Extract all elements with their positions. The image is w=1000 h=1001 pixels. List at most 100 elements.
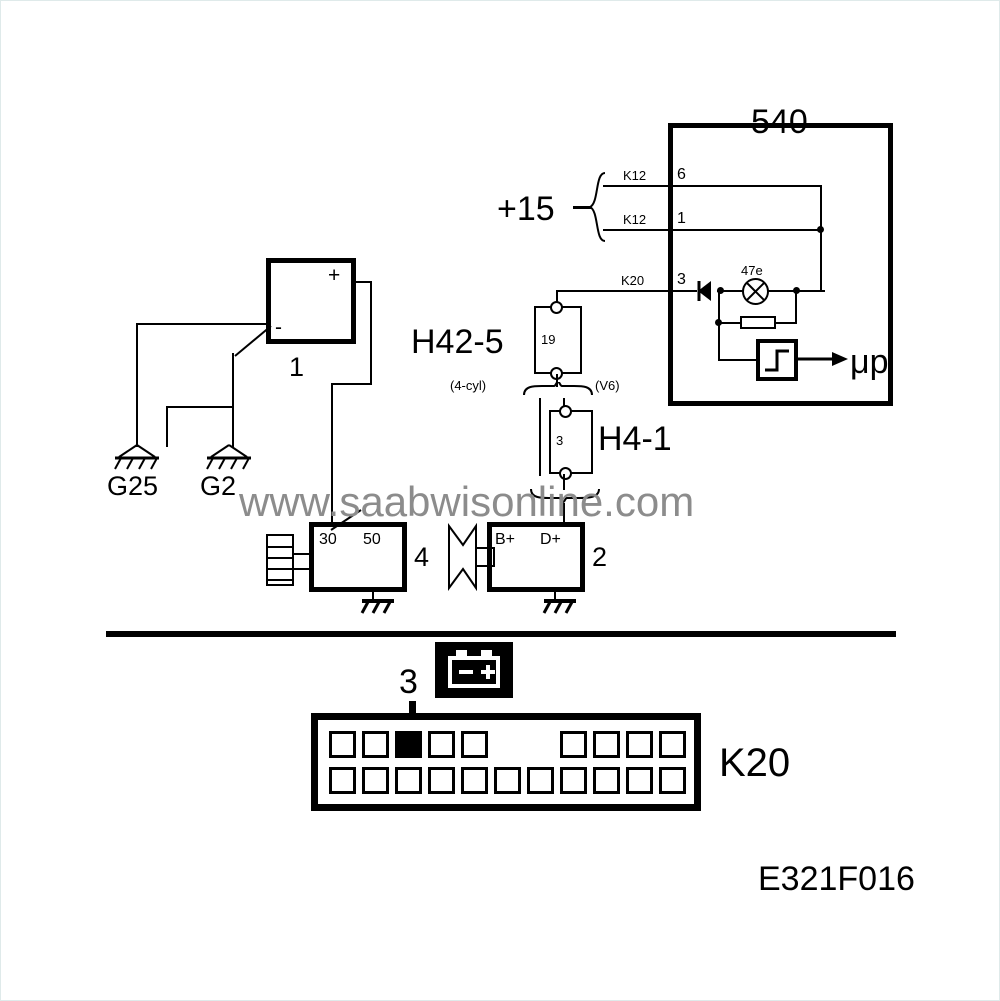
harness-label-h42-5: H42-5	[411, 323, 504, 361]
schmitt-trigger-icon	[756, 339, 798, 381]
connector-pin-bottom-4[interactable]	[428, 767, 455, 794]
pin-number-6: 6	[677, 166, 686, 183]
wire-battery-plus-to-starter	[331, 383, 333, 524]
wire-solenoid-upper	[293, 553, 313, 555]
wire-trigger-input	[718, 359, 758, 361]
wire-battery-minus-g25	[136, 323, 268, 325]
wire-label-k12-pin6: K12	[623, 168, 647, 183]
ground-label-g25: G25	[107, 471, 159, 501]
wire-to-trigger	[718, 322, 720, 361]
connector-pin-bottom-5[interactable]	[461, 767, 488, 794]
supply-dash	[573, 206, 591, 209]
wire-battery-plus-across	[331, 383, 372, 385]
resistor-icon	[740, 316, 776, 329]
ecu-540-title: 540	[751, 103, 808, 141]
fuse-link-19-label: 19	[541, 332, 556, 347]
alternator-terminal-dplus: D+	[540, 531, 561, 548]
ground-label-g2: G2	[200, 471, 237, 501]
connector-pin-bottom-11[interactable]	[659, 767, 686, 794]
ecu-540-box	[668, 123, 893, 406]
watermark-text: www.saabwisonline.com	[239, 478, 695, 525]
fuse-link-19-top-terminal	[550, 301, 563, 314]
wire-left-branch-down	[718, 290, 720, 324]
wire-pulley-join	[493, 547, 495, 567]
battery-positive-label: +	[328, 264, 341, 287]
connector-k20-label: K20	[719, 741, 791, 785]
battery-negative-label: -	[275, 316, 282, 339]
alternator-terminal-bplus: B+	[495, 531, 516, 548]
connector-pin-bottom-2[interactable]	[362, 767, 389, 794]
wire-pin6-to-lamp	[820, 185, 822, 291]
pin-number-1: 1	[677, 210, 686, 227]
variant-brace-lower-icon	[530, 488, 600, 503]
connector-pin-top-9[interactable]	[593, 731, 620, 758]
variant-brace-upper-icon	[523, 382, 593, 396]
microprocessor-arrow-icon	[798, 352, 848, 366]
fuse-link-3-top-terminal	[559, 405, 572, 418]
connector-pin-bottom-8[interactable]	[560, 767, 587, 794]
wire-starter-ground	[372, 590, 374, 600]
wire-solenoid-lower	[293, 568, 313, 570]
k20-pin3-callout-label: 3	[399, 663, 418, 701]
supply-15-label: +15	[497, 190, 555, 228]
connector-pin-bottom-10[interactable]	[626, 767, 653, 794]
drawing-number-label: E321F016	[758, 860, 915, 898]
alternator-ground-icon	[542, 599, 576, 614]
wire-battery-plus-down	[370, 281, 372, 385]
connector-pin-top-2[interactable]	[362, 731, 389, 758]
harness-label-h4-1: H4-1	[598, 420, 672, 458]
connector-pin-top-4[interactable]	[428, 731, 455, 758]
microprocessor-label: μp	[850, 343, 889, 381]
connector-pin-top-1[interactable]	[329, 731, 356, 758]
connector-pin-bottom-3[interactable]	[395, 767, 422, 794]
wire-fuse19-down	[556, 374, 558, 387]
variant-label-v6: (V6)	[595, 378, 620, 393]
connector-pin-bottom-1[interactable]	[329, 767, 356, 794]
wire-g2-down	[232, 353, 234, 447]
starter-solenoid-icon	[266, 534, 294, 586]
wire-k12-pin1	[603, 229, 820, 231]
alternator-component-number: 2	[592, 542, 608, 572]
fuse-link-3-label: 3	[556, 433, 564, 448]
connector-pin-top-10[interactable]	[626, 731, 653, 758]
wire-g2-bridge	[166, 406, 234, 408]
connector-pin-top-8[interactable]	[560, 731, 587, 758]
wire-dplus-up	[563, 503, 565, 523]
wire-alternator-ground	[554, 590, 556, 600]
alternator-pulley-icon	[448, 523, 477, 591]
variant-label-4cyl: (4-cyl)	[450, 378, 487, 393]
warning-lamp-icon	[742, 278, 769, 305]
junction-dot-diode	[717, 287, 724, 294]
connector-pin-bottom-7[interactable]	[527, 767, 554, 794]
wire-g2-bridge-down	[166, 406, 168, 447]
connector-pin-bottom-6[interactable]	[494, 767, 521, 794]
connector-pin-top-3[interactable]	[395, 731, 422, 758]
connector-pin-bottom-9[interactable]	[593, 767, 620, 794]
wire-k20-to-fuse19	[556, 290, 558, 307]
battery-box	[266, 258, 356, 344]
diode-icon	[697, 281, 711, 301]
battery-component-number: 1	[289, 352, 305, 382]
wire-right-branch-down	[795, 290, 797, 324]
starter-box	[309, 522, 407, 592]
starter-component-number: 4	[414, 542, 430, 572]
wire-diode-to-lamp	[717, 290, 825, 292]
ground-symbol-g2-icon	[206, 444, 251, 470]
wire-battery-plus-out	[354, 281, 372, 283]
connector-pin-top-5[interactable]	[461, 731, 488, 758]
wire-label-k20: K20	[621, 273, 645, 288]
connector-k20-shell[interactable]	[311, 713, 701, 811]
fuse-link-3-bottom-terminal	[559, 467, 572, 480]
starter-terminal-50: 50	[363, 531, 381, 548]
section-divider	[106, 631, 896, 637]
wire-pulley-upper	[475, 547, 495, 549]
pin-number-3: 3	[677, 271, 686, 288]
wire-fuse3-down	[563, 474, 565, 490]
variant-option-bar	[539, 398, 541, 476]
starter-ground-icon	[360, 599, 394, 614]
connector-pin-top-11[interactable]	[659, 731, 686, 758]
wire-battery-minus-g2-diagonal	[234, 325, 272, 357]
wire-pulley-lower	[475, 565, 495, 567]
wire-k20-pin3	[557, 290, 697, 292]
